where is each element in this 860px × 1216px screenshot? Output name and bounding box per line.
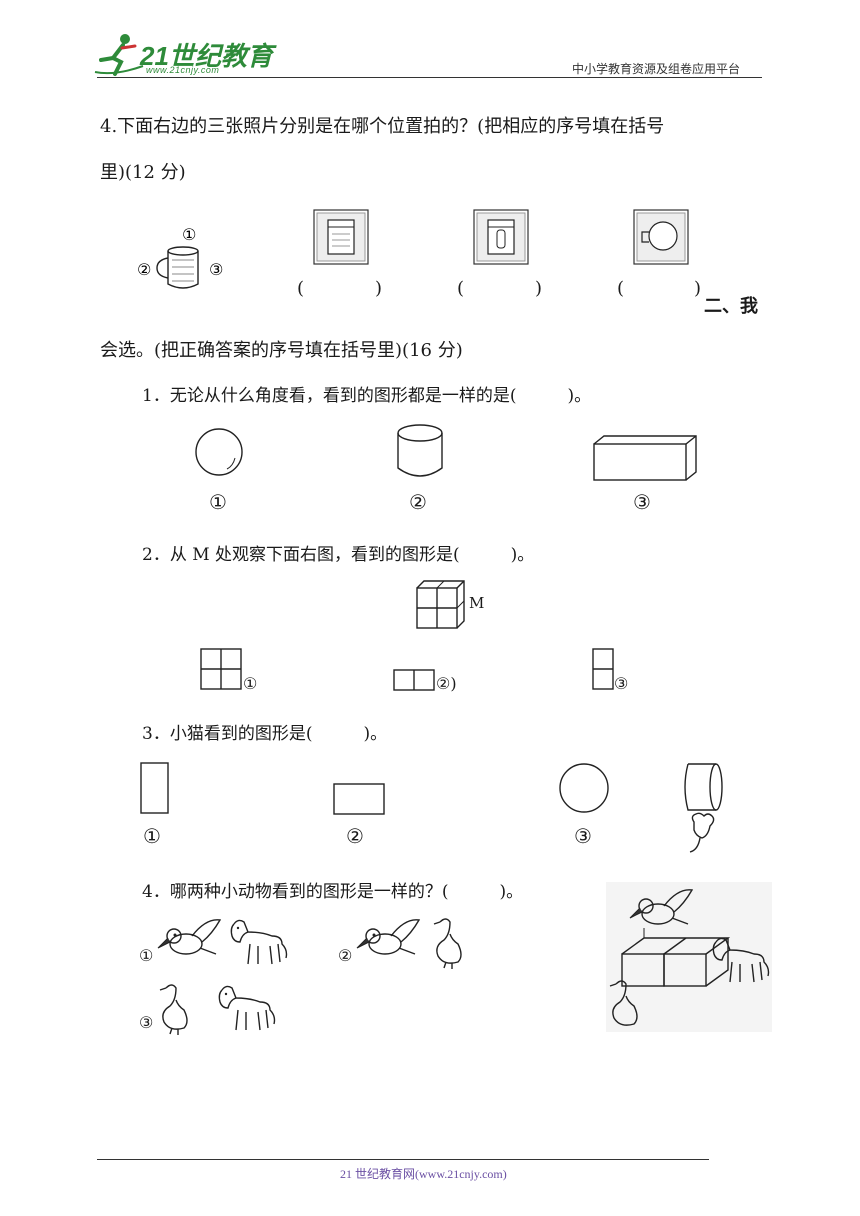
photo-2 bbox=[473, 209, 529, 265]
s2-q2-label-3: ③ bbox=[614, 674, 629, 693]
answer-paren-1-open: ( bbox=[297, 278, 305, 299]
s2-q1-label-3: ③ bbox=[633, 490, 651, 514]
cuboid-shape bbox=[593, 435, 697, 481]
cylinder-shape bbox=[397, 424, 443, 477]
photo-3 bbox=[633, 209, 689, 265]
animals-around-blocks-figure bbox=[606, 882, 772, 1032]
bird-icon bbox=[157, 919, 222, 955]
svg-text:①: ① bbox=[182, 225, 196, 244]
s2-q1-text: 1．无论从什么角度看，看到的图形都是一样的是( )。 bbox=[142, 386, 592, 406]
tall-rectangle bbox=[140, 762, 169, 814]
answer-paren-3-open: ( bbox=[617, 278, 625, 299]
s2-q3-label-3: ③ bbox=[574, 824, 592, 848]
svg-text:③: ③ bbox=[209, 260, 223, 279]
s2-q1-label-1: ① bbox=[209, 490, 227, 514]
s2-q4-label-3: ③ bbox=[139, 1013, 154, 1032]
s2-q4-label-1: ① bbox=[139, 946, 154, 965]
s2-q1-label-2: ② bbox=[409, 490, 427, 514]
answer-paren-2-open: ( bbox=[457, 278, 465, 299]
footer-text: 21 世纪教育网(www.21cnjy.com) bbox=[340, 1167, 507, 1181]
s2-q3-label-1: ① bbox=[143, 824, 161, 848]
sphere-shape bbox=[195, 428, 243, 476]
photo-1 bbox=[313, 209, 369, 265]
header: 21世纪教育 www.21cnjy.com 中小学教育资源及组卷应用平台 bbox=[0, 0, 860, 80]
horse-icon bbox=[230, 919, 288, 965]
s2-q2-option-2 bbox=[393, 669, 435, 691]
circle-shape bbox=[559, 763, 609, 813]
s2-q3-text: 3．小猫看到的图形是( )。 bbox=[142, 724, 388, 744]
cube-stack-figure bbox=[416, 580, 465, 629]
s2-q3-label-2: ② bbox=[346, 824, 364, 848]
answer-paren-1-close: ) bbox=[375, 278, 383, 299]
s2-q4-text: 4．哪两种小动物看到的图形是一样的？( )。 bbox=[142, 882, 524, 902]
q4-line2: 里)(12 分) bbox=[100, 162, 186, 183]
s2-q2-text: 2．从 M 处观察下面右图，看到的图形是( )。 bbox=[142, 545, 535, 565]
horse-icon-2 bbox=[218, 985, 276, 1031]
logo-url: www.21cnjy.com bbox=[146, 65, 220, 75]
goose-icon-2 bbox=[159, 984, 188, 1035]
cylinder-with-cat bbox=[684, 763, 723, 853]
cup-figure: ① ② ③ bbox=[137, 225, 223, 289]
m-label: M bbox=[469, 594, 485, 612]
answer-paren-2-close: ) bbox=[535, 278, 543, 299]
platform-slogan: 中小学教育资源及组卷应用平台 bbox=[572, 62, 741, 76]
s2-q2-label-2: ②) bbox=[436, 674, 457, 693]
logo-text: 21世纪教育 bbox=[140, 41, 273, 71]
goose-icon bbox=[433, 918, 462, 969]
section-heading-part: 二、我 bbox=[704, 296, 758, 317]
section2-title: 会选。(把正确答案的序号填在括号里)(16 分) bbox=[100, 340, 463, 361]
s2-q2-option-1 bbox=[200, 648, 242, 690]
footer-rule bbox=[97, 1159, 709, 1160]
s2-q2-option-3 bbox=[592, 648, 614, 690]
answer-paren-3-close: ) bbox=[694, 278, 702, 299]
s2-q2-label-1: ① bbox=[243, 674, 258, 693]
header-rule bbox=[97, 77, 762, 78]
s2-q4-label-2: ② bbox=[338, 946, 353, 965]
svg-text:②: ② bbox=[137, 260, 151, 279]
runner-logo-icon bbox=[94, 34, 144, 76]
wide-rectangle bbox=[333, 783, 385, 815]
bird-icon-2 bbox=[356, 919, 421, 955]
q4-line1: 4.下面右边的三张照片分别是在哪个位置拍的？(把相应的序号填在括号 bbox=[100, 116, 665, 137]
